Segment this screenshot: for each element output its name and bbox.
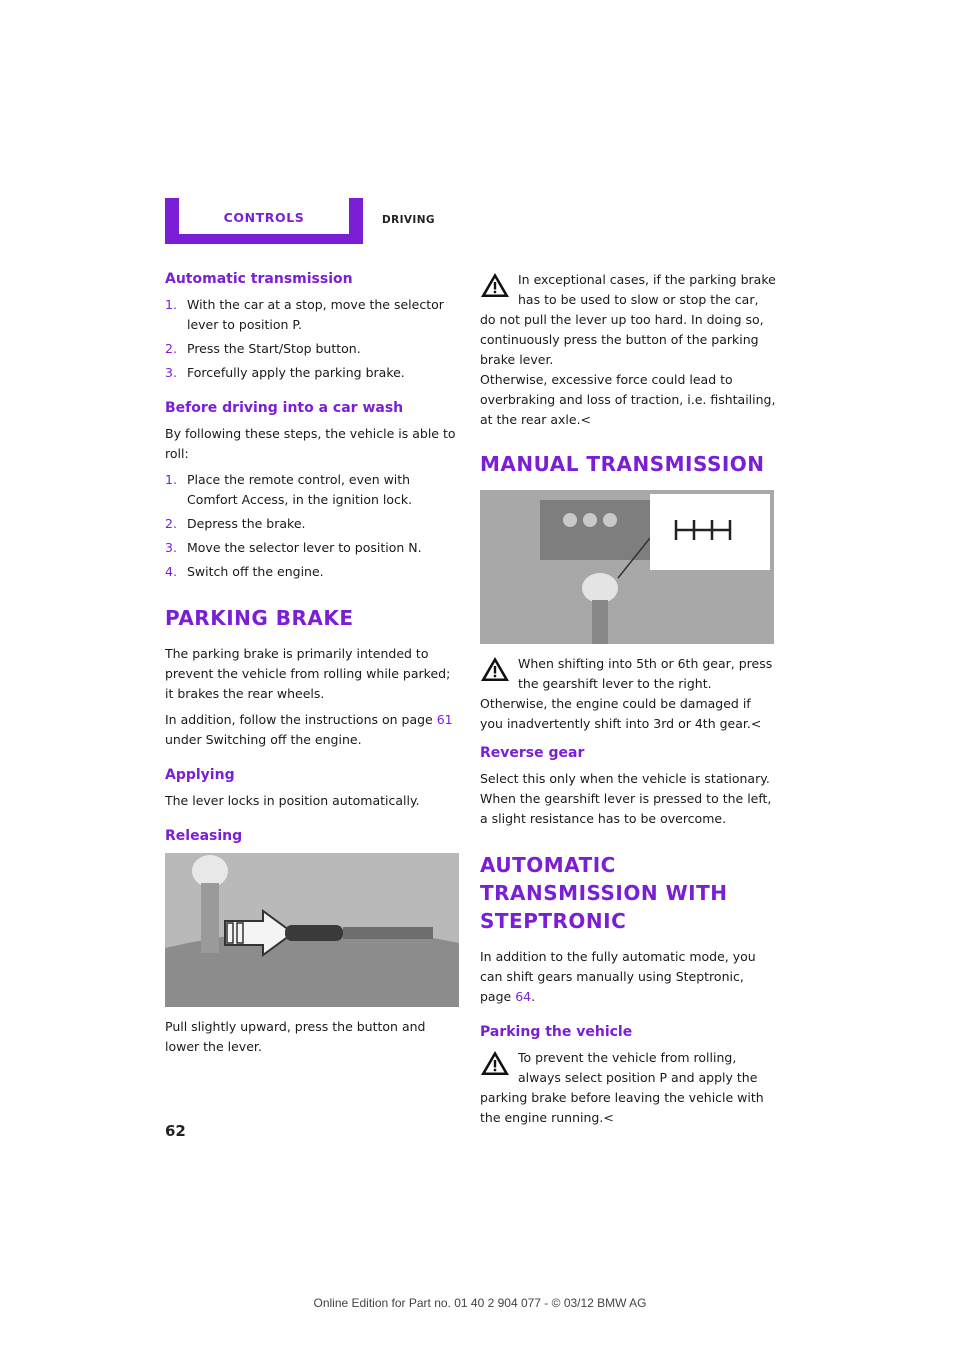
heading-parking-vehicle: Parking the vehicle [480,1024,633,1040]
warning-triangle-icon [481,1051,509,1075]
gearshift-image [480,490,774,644]
car-wash-steps-list: 1.Place the remote control, even with Co… [165,470,461,582]
page-number: 62 [165,1122,186,1140]
warning-gearshift: When shifting into 5th or 6th gear, pres… [480,656,773,731]
left-column: Automatic transmission 1.With the car at… [165,270,461,1063]
releasing-text: Pull slightly upward, press the button a… [165,1019,426,1054]
parking-brake-illustration [165,853,459,1007]
list-item: 1.With the car at a stop, move the selec… [165,297,444,332]
tab-bracket-bottom [165,234,363,244]
car-wash-intro: By following these steps, the vehicle is… [165,426,456,461]
heading-releasing: Releasing [165,828,243,844]
reverse-gear-text: Select this only when the vehicle is sta… [480,771,772,826]
heading-car-wash: Before driving into a car wash [165,400,404,416]
warning-triangle-icon [481,657,509,681]
page-link-64[interactable]: 64 [515,989,532,1004]
list-item: 3.Move the selector lever to position N. [165,540,422,555]
subsection-tab-label[interactable]: Driving [382,214,435,226]
auto-steps-list: 1.With the car at a stop, move the selec… [165,295,461,383]
list-item: 2.Press the Start/Stop button. [165,341,361,356]
parking-brake-paragraph: The parking brake is primarily intended … [165,646,451,701]
tab-bracket-left [165,198,179,244]
warning-parking-vehicle: To prevent the vehicle from rolling, alw… [480,1050,764,1125]
footer-edition-note: Online Edition for Part no. 01 40 2 904 … [313,1296,647,1310]
right-column: In exceptional cases, if the parking bra… [480,270,776,1138]
page-link-61[interactable]: 61 [436,712,453,727]
parking-brake-lever-image [165,853,459,1007]
warning-triangle-icon [481,273,509,297]
steptronic-text: In addition to the fully automatic mode,… [480,949,756,1004]
warning-parking-brake: In exceptional cases, if the parking bra… [480,272,776,427]
section-tab: CONTROLS [165,198,363,244]
heading-parking-brake: Parking brake [165,606,354,630]
heading-automatic-transmission: Automatic transmission [165,271,353,287]
gearshift-illustration [480,490,774,644]
heading-manual-transmission: Manual transmission [480,452,765,476]
list-item: 3.Forcefully apply the parking brake. [165,365,405,380]
heading-reverse-gear: Reverse gear [480,745,585,761]
list-item: 2.Depress the brake. [165,516,306,531]
section-tab-label[interactable]: CONTROLS [223,210,305,225]
list-item: 1.Place the remote control, even with Co… [165,472,413,507]
tab-bracket-right [349,198,363,244]
parking-brake-reference: In addition, follow the instructions on … [165,712,453,747]
list-item: 4.Switch off the engine. [165,564,324,579]
applying-text: The lever locks in position automaticall… [165,793,420,808]
heading-steptronic: Automatic transmission with Steptronic [480,853,728,933]
heading-applying: Applying [165,767,235,783]
